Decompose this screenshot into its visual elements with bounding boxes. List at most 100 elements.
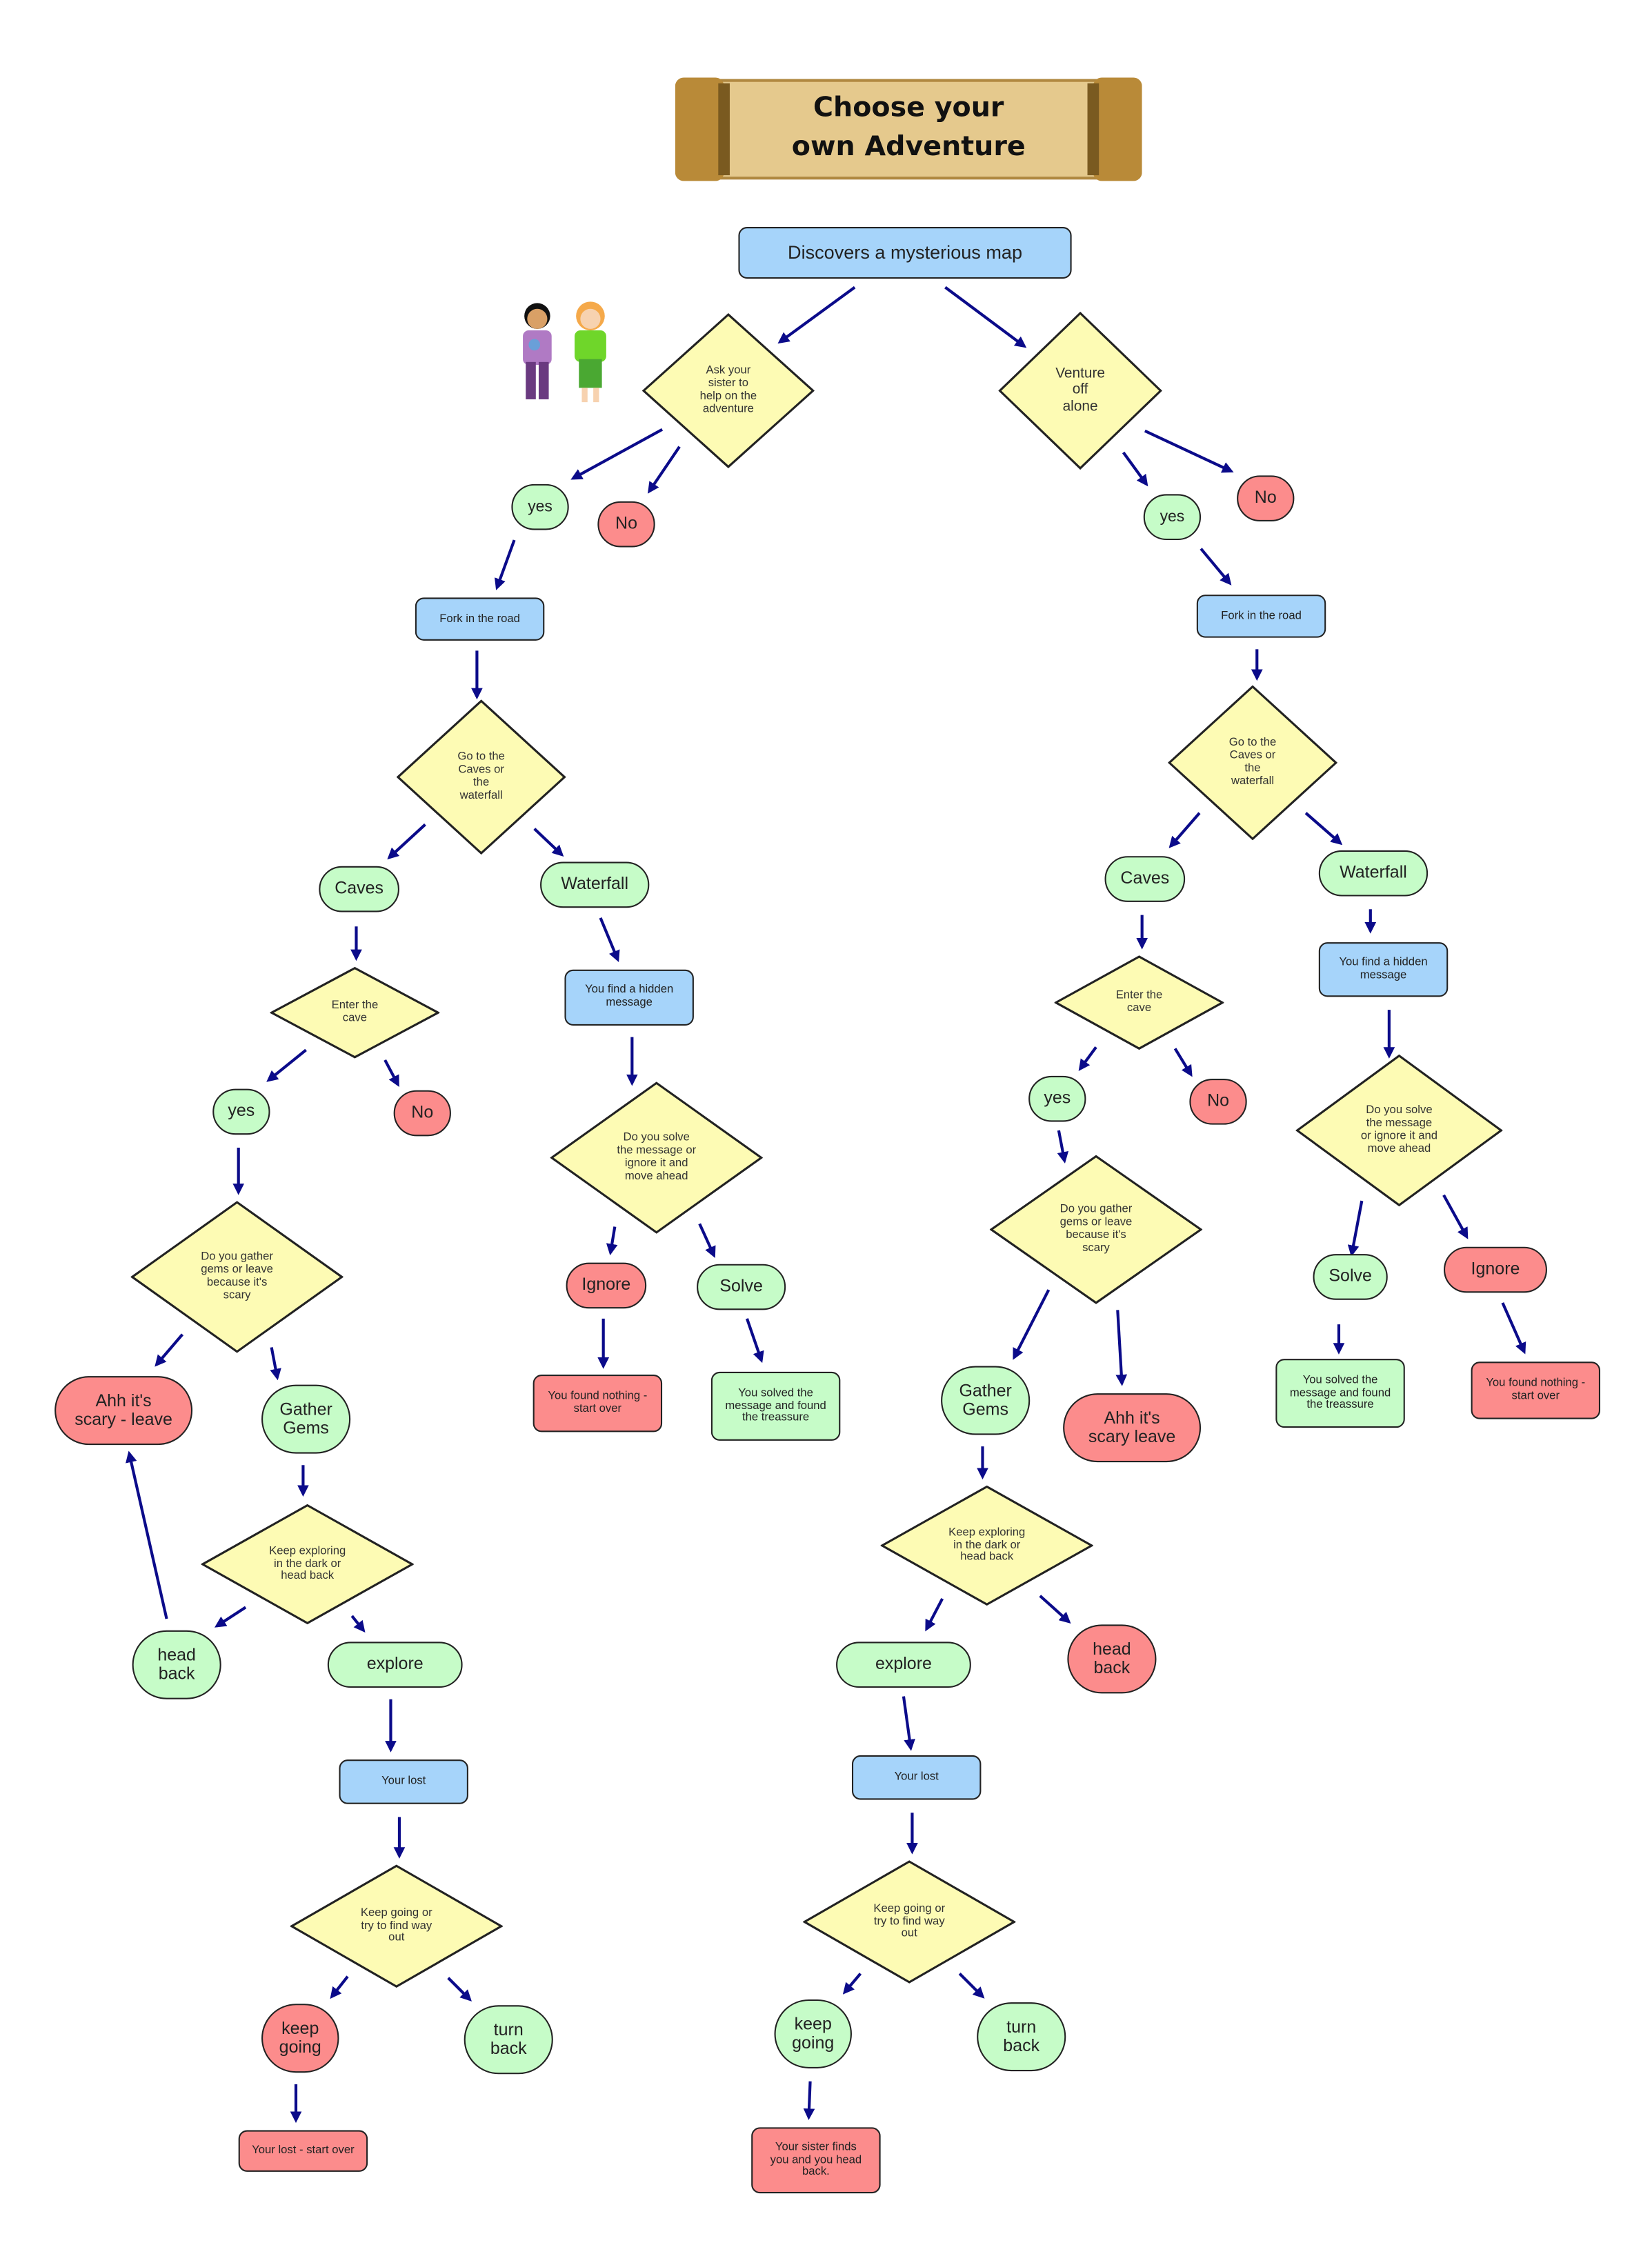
node-label: Caves (335, 878, 384, 899)
title-text: Choose your own Adventure (791, 92, 1026, 163)
node-keepgoing-l: keep going (261, 2004, 339, 2073)
diamond-shape (803, 1860, 1016, 1984)
connector-arrow (647, 446, 681, 494)
connector-arrow (745, 1318, 764, 1364)
diamond-shape (641, 313, 815, 468)
node-label: You find a hidden message (1339, 955, 1428, 981)
node-label: Enter the cave (331, 998, 379, 1024)
diamond-shape (1168, 685, 1337, 841)
node-label: Fork in the road (439, 611, 520, 624)
node-label: Your lost (894, 1768, 939, 1782)
node-gather-l: Gather Gems (261, 1384, 351, 1454)
connector-arrow (214, 1606, 247, 1628)
node-label: Caves (1120, 868, 1170, 888)
decision-explore-q-l: Keep exploring in the dark or head back (201, 1504, 414, 1625)
node-waterfall-l: Waterfall (540, 861, 650, 908)
node-yes-l: yes (511, 483, 569, 530)
connector-arrow (495, 539, 516, 590)
node-label: Ignore (1471, 1258, 1520, 1279)
node-label: keep going (792, 2013, 835, 2053)
node-label: Solve (1328, 1266, 1372, 1286)
node-turnback-r: turn back (977, 2002, 1066, 2072)
node-label: No (615, 513, 637, 534)
node-label: Waterfall (1340, 862, 1407, 883)
decision-gems-q-l: Do you gather gems or leave because it's… (130, 1201, 344, 1353)
diamond-shape (1295, 1054, 1503, 1207)
node-label: You found nothing - start over (548, 1388, 648, 1415)
decision-caves-q-l: Go to the Caves or the waterfall (396, 699, 566, 855)
node-label: You solved the message and found the tre… (1289, 1373, 1391, 1412)
node-label: Keep exploring in the dark or head back (269, 1543, 346, 1582)
connector-arrow (1347, 1200, 1364, 1257)
node-label: You find a hidden message (585, 982, 674, 1008)
node-headback-r: head back (1067, 1624, 1157, 1694)
node-label: Gather Gems (959, 1379, 1012, 1419)
node-solve-r: Solve (1313, 1254, 1388, 1300)
node-label: Waterfall (561, 873, 629, 894)
node-no-l: No (597, 501, 655, 548)
connector-arrow (570, 428, 664, 480)
decision-gems-q-r: Do you gather gems or leave because it's… (989, 1155, 1203, 1304)
connector-arrow (270, 1347, 281, 1381)
node-label: Ask your sister to help on the adventure (699, 363, 757, 415)
diamond-shape (396, 699, 566, 855)
diamond-shape (130, 1201, 344, 1353)
connector-arrow (944, 286, 1027, 348)
node-label: Keep going or try to find way out (873, 1901, 946, 1940)
node-root: Discovers a mysterious map (738, 227, 1072, 279)
node-label: yes (1160, 508, 1185, 526)
node-label: Venture off alone (1055, 366, 1106, 415)
node-solved-r: You solved the message and found the tre… (1275, 1359, 1405, 1428)
node-label: explore (875, 1653, 932, 1674)
node-label: explore (366, 1653, 424, 1674)
node-label: You solved the message and found the tre… (725, 1385, 826, 1424)
node-lost-r: Your lost (851, 1754, 982, 1799)
node-label: head back (1093, 1638, 1131, 1678)
connector-arrow (447, 1977, 472, 2002)
diamond-shape (550, 1081, 763, 1234)
node-label: Keep exploring in the dark or head back (948, 1524, 1026, 1564)
node-label: Enter the cave (1115, 988, 1163, 1015)
node-hidden-l: You find a hidden message (564, 968, 694, 1025)
node-label: Gather Gems (279, 1398, 332, 1438)
decision-explore-q-r: Keep exploring in the dark or head back (880, 1485, 1093, 1606)
title-scroll-banner: Choose your own Adventure (675, 74, 1142, 183)
node-ignore-r: Ignore (1444, 1246, 1547, 1293)
decision-caves-q-r: Go to the Caves or the waterfall (1168, 685, 1337, 841)
node-label: Do you gather gems or leave because it's… (1059, 1202, 1133, 1255)
node-explore-l: explore (327, 1642, 463, 1688)
diamond-shape (998, 311, 1162, 470)
node-label: Do you solve the message or ignore it an… (617, 1130, 697, 1182)
connector-arrow (606, 1226, 618, 1256)
node-enter-no-r: No (1189, 1079, 1247, 1125)
node-label: Go to the Caves or the waterfall (1228, 735, 1277, 788)
node-label: turn back (490, 2019, 527, 2059)
node-enter-yes-r: yes (1028, 1075, 1086, 1122)
connector-arrow (1442, 1194, 1469, 1239)
connector-arrow (1173, 1048, 1193, 1077)
node-end-sister-r: Your sister finds you and you head back. (751, 2127, 881, 2194)
node-end-lost-l: Your lost - start over (238, 2129, 368, 2171)
node-label: Go to the Caves or the waterfall (457, 750, 505, 801)
connector-arrow (384, 1059, 399, 1088)
node-explore-r: explore (836, 1642, 971, 1688)
node-turnback-l: turn back (464, 2005, 553, 2075)
connector-arrow (1304, 812, 1343, 846)
connector-arrow (1200, 548, 1232, 586)
connector-arrow (1057, 1130, 1069, 1164)
connector-arrow (126, 1450, 168, 1619)
decision-solve-q-l: Do you solve the message or ignore it an… (550, 1081, 763, 1234)
diamond-shape (290, 1864, 503, 1988)
node-label: yes (528, 498, 553, 516)
connector-arrow (1078, 1046, 1097, 1071)
node-label: Do you solve the message or ignore it an… (1360, 1103, 1438, 1155)
connector-arrow (155, 1333, 184, 1367)
node-enter-yes-l: yes (212, 1088, 270, 1135)
connector-arrow (330, 1975, 349, 1999)
connector-arrow (698, 1223, 716, 1258)
node-waterfall-r: Waterfall (1318, 850, 1429, 897)
connector-arrow (803, 2081, 815, 2120)
diamond-shape (1054, 955, 1224, 1050)
